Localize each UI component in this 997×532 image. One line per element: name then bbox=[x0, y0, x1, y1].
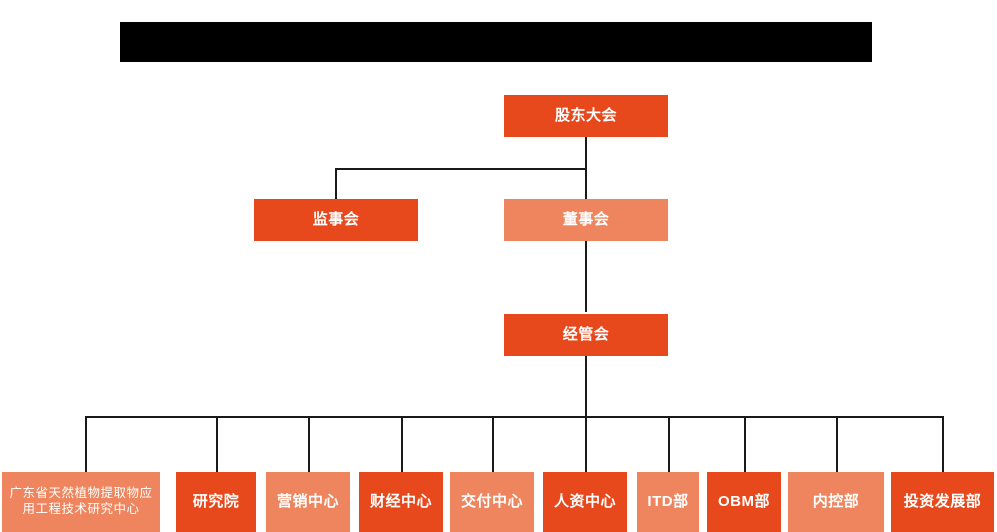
connector-bottom-bus bbox=[85, 416, 943, 418]
connector-drop-delivery-center bbox=[492, 416, 494, 472]
connector-drop-investment-development-dept bbox=[942, 416, 944, 472]
connector-drop-finance-center bbox=[401, 416, 403, 472]
node-itd-dept[interactable]: ITD部 bbox=[637, 472, 699, 532]
node-hr-center[interactable]: 人资中心 bbox=[543, 472, 627, 532]
connector-supervisors-down bbox=[335, 168, 337, 199]
connector-drop-marketing-center bbox=[308, 416, 310, 472]
connector-drop-itd-dept bbox=[668, 416, 670, 472]
connector-shareholders-down bbox=[585, 137, 587, 227]
connector-drop-research-center bbox=[85, 416, 87, 472]
node-obm-dept[interactable]: OBM部 bbox=[707, 472, 781, 532]
node-investment-development-dept[interactable]: 投资发展部 bbox=[891, 472, 994, 532]
connector-management-down bbox=[585, 356, 587, 417]
node-directors[interactable]: 董事会 bbox=[504, 199, 668, 241]
redacted-title-bar bbox=[120, 22, 872, 62]
node-research-center[interactable]: 广东省天然植物提取物应用工程技术研究中心 bbox=[2, 472, 160, 532]
connector-drop-hr-center bbox=[585, 416, 587, 472]
node-finance-center[interactable]: 财经中心 bbox=[359, 472, 443, 532]
connector-level2-bus bbox=[335, 168, 586, 170]
node-research-institute[interactable]: 研究院 bbox=[176, 472, 256, 532]
node-marketing-center[interactable]: 营销中心 bbox=[266, 472, 350, 532]
connector-drop-obm-dept bbox=[744, 416, 746, 472]
node-internal-control-dept[interactable]: 内控部 bbox=[788, 472, 884, 532]
node-shareholders[interactable]: 股东大会 bbox=[504, 95, 668, 137]
connector-drop-internal-control-dept bbox=[836, 416, 838, 472]
connector-directors-to-management bbox=[585, 241, 587, 312]
node-management[interactable]: 经管会 bbox=[504, 314, 668, 356]
node-delivery-center[interactable]: 交付中心 bbox=[450, 472, 534, 532]
connector-drop-research-institute bbox=[216, 416, 218, 472]
node-supervisors[interactable]: 监事会 bbox=[254, 199, 418, 241]
